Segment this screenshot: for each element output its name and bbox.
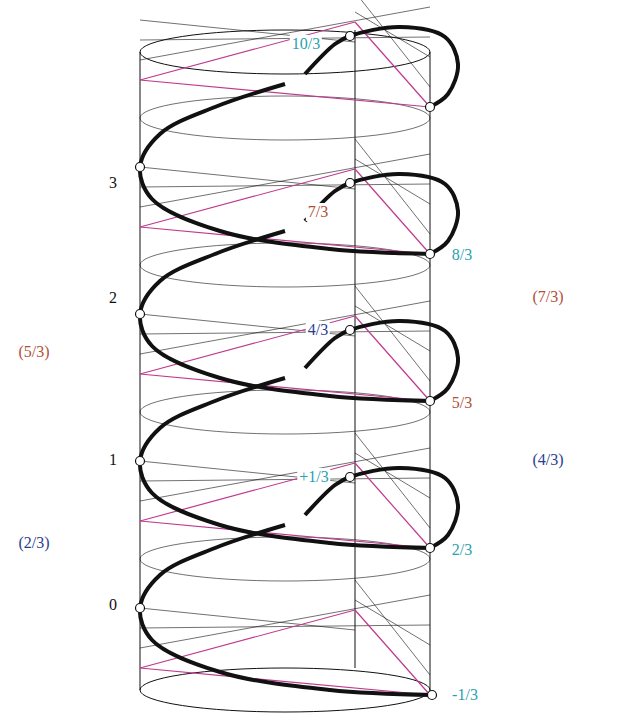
- value-label: 10/3: [290, 35, 322, 53]
- value-label: 1: [107, 451, 119, 469]
- magenta-line: [355, 22, 430, 107]
- magenta-line: [140, 22, 355, 80]
- value-label: (7/3): [530, 288, 565, 306]
- point-marker: [136, 310, 145, 319]
- helix-curve: [305, 27, 458, 107]
- hatch-line: [355, 0, 430, 87]
- magenta-line: [140, 316, 355, 374]
- point-marker: [426, 103, 435, 112]
- point-marker: [426, 250, 435, 259]
- hatch-line: [140, 625, 430, 628]
- point-marker: [346, 473, 355, 482]
- point-marker: [136, 604, 145, 613]
- hatch-line: [355, 139, 430, 234]
- magenta-line: [140, 610, 355, 668]
- hatch-line: [355, 433, 430, 528]
- point-marker: [136, 457, 145, 466]
- hatch-line: [140, 331, 430, 334]
- point-marker: [428, 691, 437, 700]
- value-label: 5/3: [450, 394, 474, 412]
- cylinder-side: [140, 52, 141, 690]
- magenta-line: [355, 463, 430, 548]
- cylinder-bottom: [140, 668, 430, 712]
- value-label: +1/3: [297, 468, 330, 486]
- helix-curve: [140, 378, 432, 548]
- hatch-line: [140, 184, 430, 187]
- helix-curve: [140, 84, 432, 254]
- magenta-line: [140, 668, 430, 695]
- point-marker: [346, 326, 355, 335]
- value-label: (4/3): [530, 451, 565, 469]
- hatch-line: [355, 580, 430, 675]
- point-marker: [136, 163, 145, 172]
- hatch-line: [140, 301, 430, 354]
- value-label: (5/3): [16, 343, 51, 361]
- magenta-line: [355, 169, 430, 254]
- helix-curve: [140, 231, 432, 401]
- value-label: 8/3: [450, 246, 474, 264]
- hatch-line: [140, 7, 430, 60]
- hatch-line: [140, 37, 430, 40]
- value-label: 3: [107, 174, 119, 192]
- magenta-line: [355, 610, 430, 695]
- hatch-line: [355, 286, 430, 381]
- point-marker: [346, 32, 355, 41]
- point-marker: [346, 179, 355, 188]
- helix-curve: [305, 174, 458, 254]
- point-marker: [426, 397, 435, 406]
- hatch-line: [140, 478, 430, 481]
- helix-curve: [305, 321, 458, 401]
- value-label: 2: [107, 289, 119, 307]
- helix-curve: [140, 525, 432, 695]
- cylinder-side: [430, 52, 431, 690]
- magenta-line: [140, 463, 355, 521]
- magenta-line: [140, 169, 355, 227]
- value-label: (2/3): [16, 534, 51, 552]
- axis-line: [355, 30, 356, 668]
- value-label: 4/3: [306, 321, 330, 339]
- point-marker: [426, 544, 435, 553]
- magenta-line: [355, 316, 430, 401]
- value-label: 2/3: [450, 541, 474, 559]
- hatch-line: [140, 595, 430, 648]
- hatch-line: [140, 448, 430, 501]
- value-label: -1/3: [450, 686, 480, 704]
- value-label: 0: [107, 596, 119, 614]
- value-label: 7/3: [306, 203, 330, 221]
- hatch-line: [140, 154, 430, 207]
